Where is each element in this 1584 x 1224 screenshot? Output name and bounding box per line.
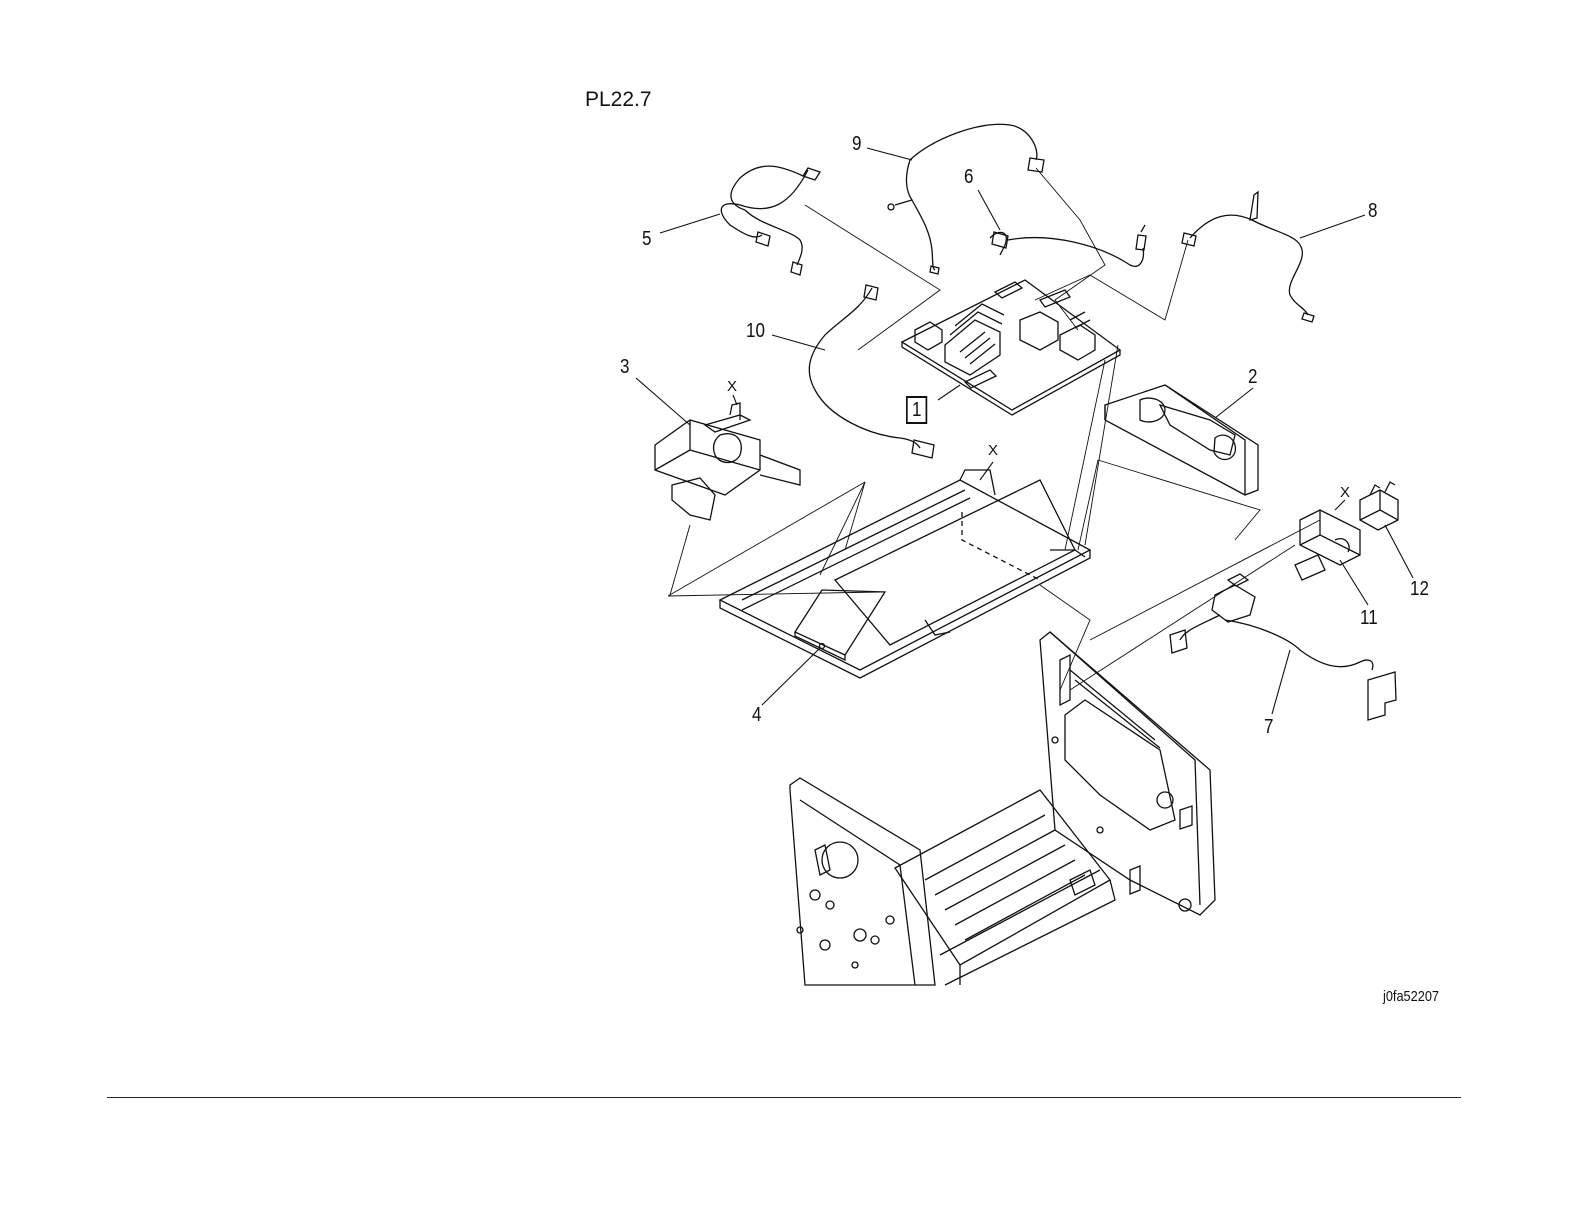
- callout-5: 5: [642, 228, 651, 251]
- part-11-bracket: [1295, 510, 1360, 580]
- part-8-wire-harness: [1182, 192, 1314, 322]
- footer-divider: [107, 1097, 1461, 1098]
- callout-11: 11: [1360, 607, 1378, 630]
- part-1-control-board: [902, 280, 1120, 415]
- callout-10: 10: [746, 320, 765, 343]
- callout-9: 9: [852, 133, 861, 156]
- reference-marker-x: X: [727, 378, 737, 395]
- part-10-wire-harness: [809, 285, 934, 458]
- base-tray: [720, 470, 1090, 678]
- part-6-wire-harness: [990, 225, 1146, 266]
- reference-marker-x: X: [988, 442, 998, 459]
- callout-leader-lines: [636, 148, 1413, 714]
- reference-marker-x: X: [1340, 484, 1350, 501]
- callout-4: 4: [752, 704, 761, 727]
- callout-6: 6: [964, 166, 973, 189]
- callout-7: 7: [1264, 716, 1273, 739]
- part-9-wire-harness: [888, 124, 1044, 274]
- part-4-plate: [795, 590, 885, 660]
- callout-2: 2: [1248, 366, 1257, 389]
- part-12-switch: [1360, 482, 1398, 530]
- callout-1-boxed: 1: [906, 396, 927, 424]
- part-3-bracket: [655, 403, 800, 520]
- callout-8: 8: [1368, 200, 1377, 223]
- callout-3: 3: [620, 356, 629, 379]
- part-5-wire-harness: [721, 166, 820, 275]
- figure-id: j0fa52207: [1383, 988, 1439, 1005]
- assembly-leader-lines: [668, 168, 1320, 690]
- callout-12: 12: [1410, 578, 1429, 601]
- printer-frame: [790, 632, 1215, 985]
